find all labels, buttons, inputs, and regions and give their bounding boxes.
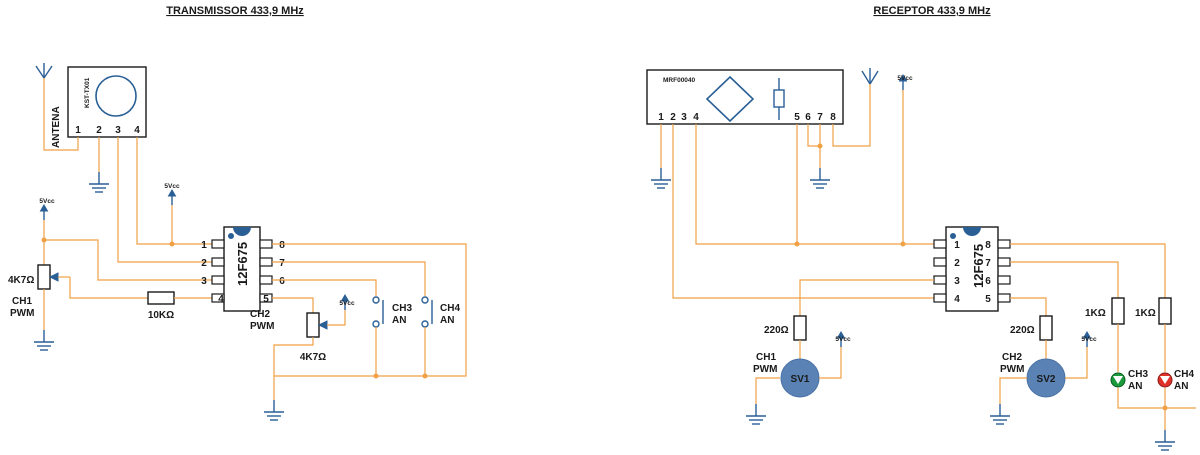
tx-chip-pin-5: 5 <box>263 294 269 305</box>
tx-pot2-mode: PWM <box>250 321 274 332</box>
rx-chip-name: 12F675 <box>971 244 986 288</box>
rx-module-pin-5: 5 <box>794 112 800 123</box>
rx-servo-1-vcc-label: 5Vcc <box>835 336 851 343</box>
rx-vcc-label: 5Vcc <box>897 75 913 82</box>
tx-chip-pin-6: 6 <box>279 276 285 287</box>
tx-pot2-value: 4K7Ω <box>300 352 326 363</box>
tx-pot1-channel: CH1 <box>12 296 32 307</box>
rx-chip-pin-8: 8 <box>985 240 991 251</box>
rx-module-pin-8: 8 <box>830 112 836 123</box>
rx-chip-pin-7: 7 <box>985 258 991 269</box>
rx-servo-2-channel: CH2 <box>1002 352 1022 363</box>
tx-chip-pin-2: 2 <box>201 258 207 269</box>
tx-chip-pin-1: 1 <box>201 240 207 251</box>
tx-vcc-label: 5Vcc <box>164 183 180 190</box>
rx-servo-1-name: SV1 <box>791 374 810 385</box>
rx-led-ch4-channel: CH4 <box>1174 369 1194 380</box>
rx-resistor-3-value: 1KΩ <box>1085 308 1106 319</box>
rx-servo-1-mode: PWM <box>753 364 777 375</box>
rx-led-ch4-mode: AN <box>1174 381 1188 392</box>
rx-led-ch3 <box>1110 372 1126 388</box>
rx-servo-2-name: SV2 <box>1037 374 1056 385</box>
rx-led-ch3-mode: AN <box>1128 381 1142 392</box>
rx-chip-pin-5: 5 <box>985 294 991 305</box>
rx-chip-pin-3: 3 <box>954 276 960 287</box>
tx-button-ch4 <box>421 296 433 328</box>
tx-pot1 <box>37 264 51 290</box>
tx-pot1-value: 4K7Ω <box>8 275 34 286</box>
tx-ch4-mode: AN <box>440 315 454 326</box>
tx-antenna-label: ANTENA <box>51 106 62 148</box>
tx-module-pin-3: 3 <box>115 125 121 136</box>
tx-module-pin-4: 4 <box>134 125 140 136</box>
tx-ch3-channel: CH3 <box>392 303 412 314</box>
rx-resistor-4-value: 1KΩ <box>1135 308 1156 319</box>
receiver-title: RECEPTOR 433,9 MHz <box>873 5 991 17</box>
rx-led-ch4 <box>1157 372 1173 388</box>
rx-servo-2-vcc-label: 5Vcc <box>1081 336 1097 343</box>
tx-pot1-vcc-label: 5Vcc <box>39 198 55 205</box>
tx-antenna-icon <box>35 63 53 80</box>
rx-module: MRF00040 1 2 3 4 5 6 7 8 <box>646 69 844 125</box>
rx-servo-2-mode: PWM <box>1000 364 1024 375</box>
rx-resistor-4 <box>1158 297 1172 325</box>
tx-ch4-channel: CH4 <box>440 303 460 314</box>
tx-module-pin-2: 2 <box>96 125 102 136</box>
tx-pot2-channel: CH2 <box>250 309 270 320</box>
tx-pot2-vcc-label: 5Vcc <box>339 300 355 307</box>
tx-resistor-value: 10KΩ <box>148 310 174 321</box>
rx-module-pin-7: 7 <box>817 112 823 123</box>
rx-chip-pin-4: 4 <box>954 294 960 305</box>
rx-chip-pin-2: 2 <box>954 258 960 269</box>
rx-antenna-icon <box>861 68 879 86</box>
rx-module-pin-2: 2 <box>670 112 676 123</box>
transmitter-title: TRANSMISSOR 433,9 MHz <box>166 5 304 17</box>
tx-chip-pin-8: 8 <box>279 240 285 251</box>
tx-chip-name: 12F675 <box>235 242 250 286</box>
tx-chip: 12F675 1 2 3 4 5 6 7 8 <box>201 226 285 312</box>
rx-chip-pin-1: 1 <box>954 240 960 251</box>
rx-module-pin-4: 4 <box>693 112 699 123</box>
rx-module-pin-1: 1 <box>658 112 664 123</box>
tx-button-ch3 <box>372 296 384 328</box>
rx-module-pin-6: 6 <box>805 112 811 123</box>
rx-module-pin-3: 3 <box>681 112 687 123</box>
tx-chip-pin-3: 3 <box>201 276 207 287</box>
tx-module-name: KST-TX01 <box>84 77 91 108</box>
rx-servo-1-channel: CH1 <box>756 352 776 363</box>
rx-resistor-2 <box>1039 315 1053 341</box>
tx-ch3-mode: AN <box>392 315 406 326</box>
tx-module-pin-1: 1 <box>75 125 81 136</box>
tx-pot2 <box>306 312 320 338</box>
rx-module-name: MRF00040 <box>663 77 696 84</box>
tx-chip-pin-7: 7 <box>279 258 285 269</box>
tx-chip-pin-4: 4 <box>218 294 224 305</box>
rx-resistor-1 <box>793 315 807 341</box>
rx-chip: 12F675 1 2 3 4 5 6 7 8 <box>933 226 1011 312</box>
rx-resistor-2-value: 220Ω <box>1010 325 1035 336</box>
rx-resistor-1-value: 220Ω <box>764 325 789 336</box>
rx-led-ch3-channel: CH3 <box>1128 369 1148 380</box>
tx-module: KST-TX01 1 2 3 4 <box>67 66 147 138</box>
tx-pot1-mode: PWM <box>10 308 34 319</box>
tx-resistor <box>147 291 175 305</box>
rx-chip-pin-6: 6 <box>985 276 991 287</box>
rx-resistor-3 <box>1111 297 1125 325</box>
